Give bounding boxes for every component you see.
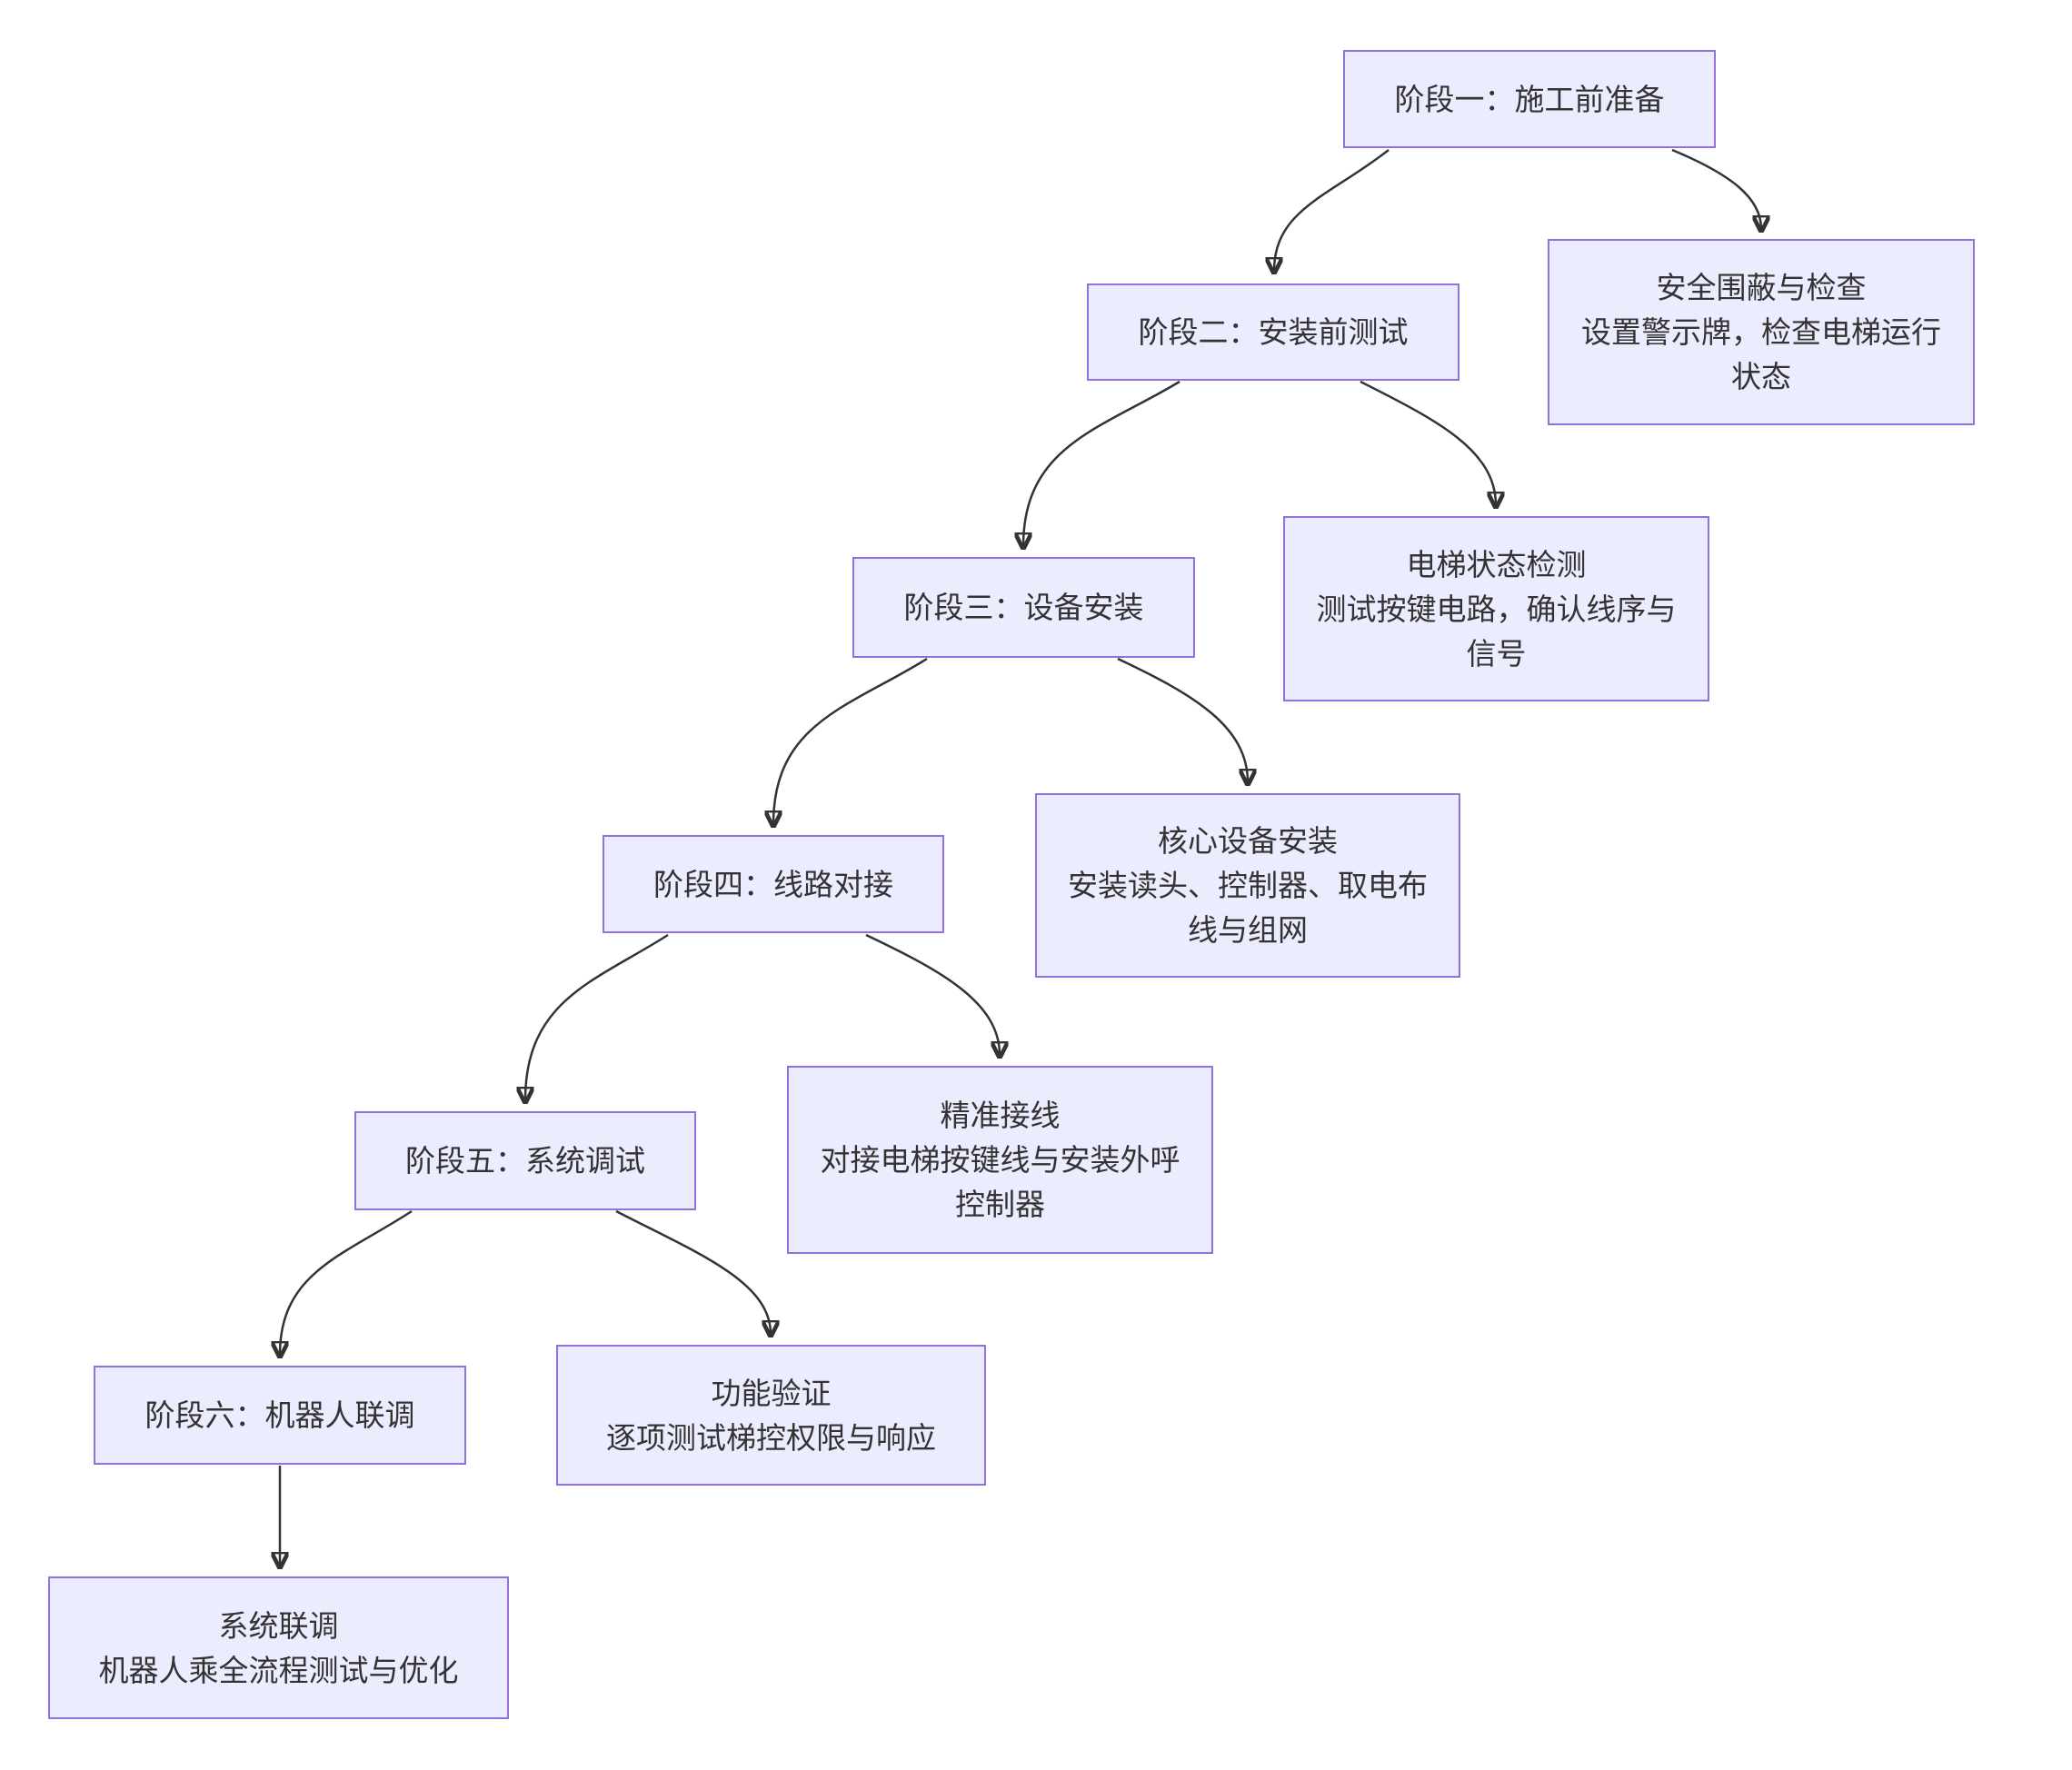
node-phase2-title: 阶段二：安装前测试 [1138,315,1409,349]
node-phase3: 阶段三：设备安装 [852,557,1195,658]
node-step4-title: 精准接线 [940,1099,1061,1132]
node-phase5: 阶段五：系统调试 [354,1111,696,1210]
node-final: 系统联调 机器人乘全流程测试与优化 [48,1576,509,1719]
node-step5: 功能验证 逐项测试梯控权限与响应 [556,1345,986,1486]
node-step5-desc: 逐项测试梯控权限与响应 [606,1420,936,1455]
edge-phase4-to-step4 [865,933,1000,1055]
node-step5-title: 功能验证 [711,1376,832,1410]
node-step3: 核心设备安装 安装读头、控制器、取电布线与组网 [1035,793,1460,978]
node-step1-desc: 设置警示牌，检查电梯运行状态 [1581,315,1941,393]
node-step2-desc: 测试按键电路，确认线序与信号 [1316,592,1677,671]
node-phase6-title: 阶段六：机器人联调 [144,1398,415,1432]
edge-phase1-to-phase2 [1274,149,1390,271]
node-step3-title: 核心设备安装 [1158,824,1338,858]
node-step4: 精准接线 对接电梯按键线与安装外呼控制器 [787,1066,1213,1254]
edge-phase3-to-step3 [1117,657,1248,782]
node-phase3-title: 阶段三：设备安装 [903,591,1144,624]
node-step2: 电梯状态检测 测试按键电路，确认线序与信号 [1283,516,1709,701]
edge-phase4-to-phase5 [525,933,669,1100]
node-phase1: 阶段一：施工前准备 [1343,50,1716,148]
node-step1-title: 安全围蔽与检查 [1656,271,1867,304]
edge-phase2-to-phase3 [1023,380,1180,546]
node-phase5-title: 阶段五：系统调试 [405,1144,645,1178]
node-final-desc: 机器人乘全流程测试与优化 [98,1653,459,1687]
node-step4-desc: 对接电梯按键线与安装外呼控制器 [820,1143,1180,1221]
node-phase2: 阶段二：安装前测试 [1087,283,1459,381]
edge-phase2-to-step2 [1360,380,1496,505]
edge-phase5-to-step5 [615,1209,771,1334]
node-final-title: 系统联调 [218,1608,339,1643]
node-step3-desc: 安装读头、控制器、取电布线与组网 [1068,869,1428,947]
edge-phase3-to-phase4 [773,657,928,824]
edge-phase1-to-step1 [1671,148,1761,229]
node-step2-title: 电梯状态检测 [1406,547,1587,582]
edge-phase5-to-phase6 [280,1209,413,1355]
node-phase1-title: 阶段一：施工前准备 [1394,82,1665,116]
node-phase4-title: 阶段四：线路对接 [653,867,893,901]
node-step1: 安全围蔽与检查 设置警示牌，检查电梯运行状态 [1548,239,1975,425]
node-phase4: 阶段四：线路对接 [603,835,944,933]
node-phase6: 阶段六：机器人联调 [94,1366,466,1465]
